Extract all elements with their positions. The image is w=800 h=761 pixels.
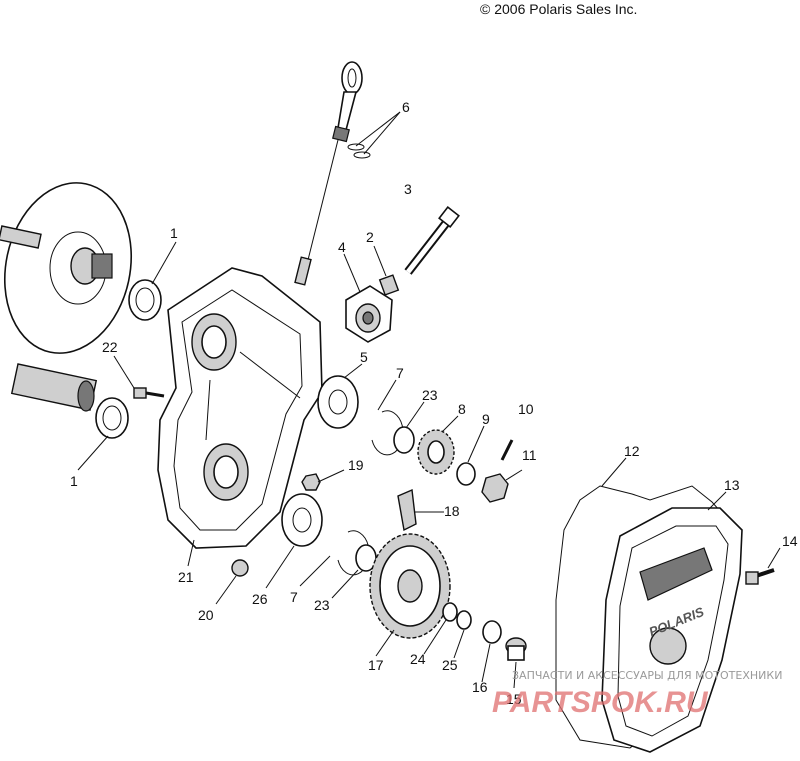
washer-23-upper	[393, 426, 415, 454]
callout-1-upper: 1	[170, 225, 178, 241]
copyright-text: © 2006 Polaris Sales Inc.	[480, 1, 637, 17]
oil-seal-lower	[95, 397, 129, 439]
plug-20	[231, 559, 249, 577]
bolt-22	[133, 387, 165, 399]
callout-22: 22	[102, 339, 118, 355]
callout-20: 20	[198, 607, 214, 623]
drive-pulley-disc	[0, 182, 133, 354]
callout-12: 12	[624, 443, 640, 459]
callout-14: 14	[782, 533, 798, 549]
long-bolt	[404, 206, 460, 275]
washer-24	[442, 602, 458, 622]
oil-seal-upper	[128, 279, 162, 321]
callout-23-lower: 23	[314, 597, 330, 613]
callout-1-lower: 1	[70, 473, 78, 489]
o-rings	[347, 143, 371, 159]
callout-4: 4	[338, 239, 346, 255]
bearing-26	[281, 493, 323, 547]
callout-21: 21	[178, 569, 194, 585]
nut-19	[301, 473, 321, 491]
callout-11: 11	[522, 447, 537, 463]
watermark-logo: PARTSPOK.RU	[492, 686, 709, 719]
callout-24: 24	[410, 651, 426, 667]
callout-26: 26	[252, 591, 268, 607]
castle-nut	[481, 473, 509, 503]
callout-23-upper: 23	[422, 387, 438, 403]
callout-16: 16	[472, 679, 488, 695]
callout-18: 18	[444, 503, 460, 519]
callout-15: 15	[506, 691, 522, 707]
callout-7-lower: 7	[290, 589, 298, 605]
cotter-pin	[500, 439, 514, 461]
washer-16	[482, 620, 502, 644]
callout-19: 19	[348, 457, 364, 473]
leader-lines	[77, 111, 781, 689]
callout-13: 13	[724, 477, 740, 493]
callout-5: 5	[360, 349, 368, 365]
chaincase-cover: POLARIS	[601, 507, 743, 753]
bolt-14	[745, 568, 775, 585]
small-sprocket	[417, 429, 455, 475]
tensioner-block	[397, 488, 417, 532]
callout-25: 25	[442, 657, 458, 673]
chaincase-housing	[157, 267, 323, 549]
tensioner-bracket	[345, 285, 393, 343]
washer-9	[456, 462, 476, 486]
callout-6: 6	[402, 99, 410, 115]
dipstick	[294, 61, 363, 286]
callout-8: 8	[458, 401, 466, 417]
input-shaft	[10, 363, 98, 412]
watermark-caption: ЗАПЧАСТИ И АКСЕССУАРЫ ДЛЯ МОТОТЕХНИКИ	[512, 669, 782, 682]
callout-labels: 1 1 2 3 4 5 6 7 7 8 9 10 11 12 13 14 15 …	[70, 99, 798, 707]
washer-23-lower	[355, 544, 377, 572]
nut-2	[378, 274, 400, 296]
bearing-5	[317, 375, 359, 429]
bolt-15	[505, 637, 527, 661]
callout-17: 17	[368, 657, 384, 673]
callout-9: 9	[482, 411, 490, 427]
callout-7-upper: 7	[396, 365, 404, 381]
callout-2: 2	[366, 229, 374, 245]
callout-10: 10	[518, 401, 534, 417]
large-sprocket	[369, 533, 451, 639]
callout-3: 3	[404, 181, 412, 197]
washer-25	[456, 610, 472, 630]
